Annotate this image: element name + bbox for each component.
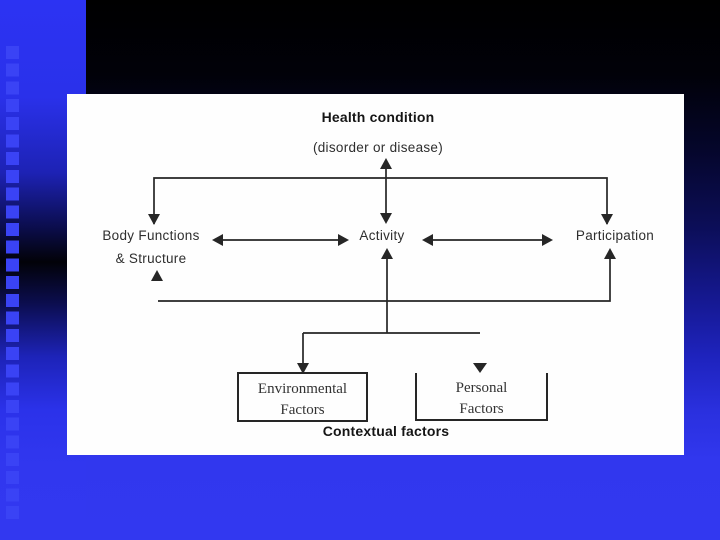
- body-functions-label: Body Functions & Structure: [76, 224, 226, 270]
- arrow-up-healthcondition-icon: [380, 158, 392, 169]
- personal-factors-line2: Factors: [459, 401, 504, 417]
- top-frame-line: [153, 177, 608, 224]
- health-condition-subtitle: (disorder or disease): [312, 140, 444, 155]
- arrow-up-bodyfunctions-icon: [151, 270, 163, 281]
- arrow-down-activity-icon: [380, 213, 392, 224]
- arrow-down-body-icon: [148, 214, 160, 225]
- decor-squares: [6, 46, 19, 524]
- arrow-left-activity-icon: [422, 234, 433, 246]
- contextual-factors-caption: Contextual factors: [322, 423, 450, 439]
- personal-factors-box: Personal Factors: [415, 373, 548, 421]
- feedback-line: [158, 258, 611, 302]
- diagram-lines: [148, 158, 616, 374]
- arrow-down-environmental-icon: [297, 363, 309, 374]
- arrow-up-participation2-icon: [604, 248, 616, 259]
- arrow-right-activity-icon: [338, 234, 349, 246]
- activity-label: Activity: [359, 228, 405, 243]
- environmental-factors-line1: Environmental: [257, 381, 348, 397]
- diagram-panel: Health condition (disorder or disease) B…: [67, 94, 684, 455]
- arrow-up-activity-icon: [381, 248, 393, 259]
- health-condition-title: Health condition: [321, 109, 435, 125]
- environmental-factors-box: Environmental Factors: [237, 372, 368, 422]
- arrow-left-bodyfunctions-icon: [212, 234, 223, 246]
- contextual-branch-line: [302, 332, 480, 364]
- body-functions-line1: Body Functions: [102, 228, 200, 243]
- environmental-factors-line2: Factors: [280, 402, 325, 418]
- arrow-down-participation-icon: [601, 214, 613, 225]
- arrow-right-participation-icon: [542, 234, 553, 246]
- participation-label: Participation: [575, 228, 655, 243]
- arrow-down-personal-icon: [473, 363, 487, 373]
- personal-factors-line1: Personal: [455, 380, 508, 396]
- body-functions-line2: & Structure: [115, 251, 187, 266]
